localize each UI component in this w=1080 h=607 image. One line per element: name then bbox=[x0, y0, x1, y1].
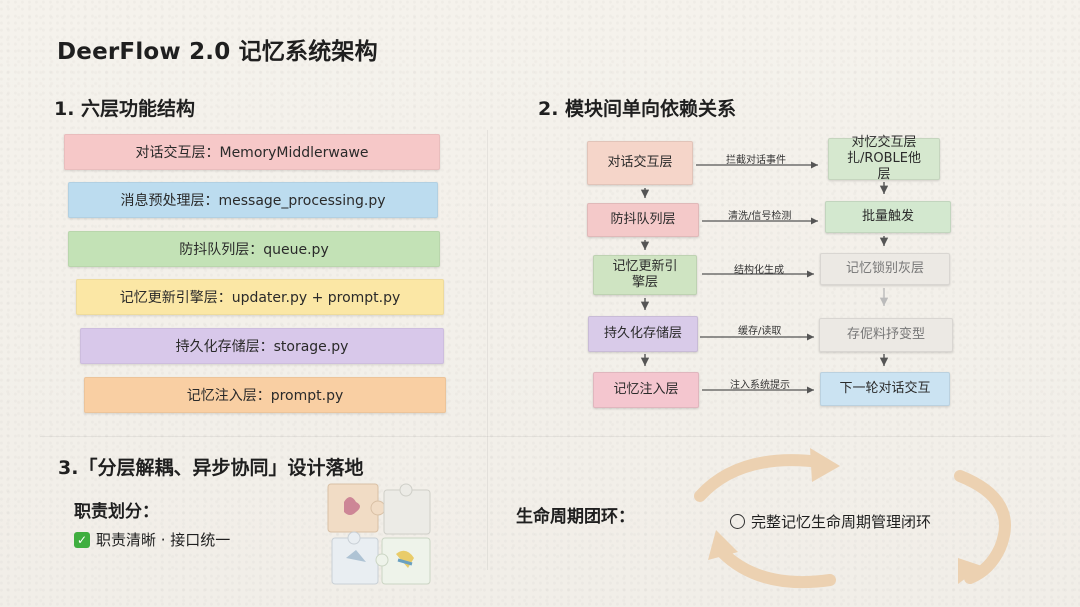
lifecycle-title: 生命周期团环： bbox=[516, 507, 635, 527]
cycle-label: 完整记忆生命周期管理闭环 bbox=[730, 511, 931, 532]
layer-bar-storage: 持久化存储层：storage.py bbox=[80, 328, 444, 364]
flow-node-right-recognition: 记忆锁别灰层 bbox=[820, 253, 950, 285]
layer-label: 记忆注入层：prompt.py bbox=[186, 388, 344, 404]
check-icon: ✓ bbox=[74, 531, 90, 548]
cycle-text: 完整记忆生命周期管理闭环 bbox=[751, 513, 932, 531]
edge-label-cache: 缓存/读取 bbox=[738, 326, 782, 337]
layer-bar-inject: 记忆注入层：prompt.py bbox=[84, 377, 446, 413]
flow-node-right-next: 下一轮对话交互 bbox=[820, 372, 950, 406]
flow-node-inject: 记忆注入层 bbox=[593, 372, 699, 408]
edge-label-clean: 清洗/信号检测 bbox=[728, 211, 792, 222]
layer-label: 对话交互层：MemoryMiddlerwawe bbox=[135, 145, 369, 161]
page-title: DeerFlow 2.0 记忆系统架构 bbox=[57, 39, 378, 65]
duty-items: 职责清晰 · 接口统一 bbox=[96, 531, 231, 549]
flow-node-queue: 防抖队列层 bbox=[587, 203, 699, 237]
layer-label: 防抖队列层：queue.py bbox=[179, 242, 329, 258]
duty-title: 职责划分： bbox=[74, 502, 159, 522]
layer-label: 持久化存储层：storage.py bbox=[175, 339, 349, 355]
layer-label: 消息预处理层：message_processing.py bbox=[120, 193, 386, 209]
layer-bar-dialog: 对话交互层：MemoryMiddlerwawe bbox=[64, 134, 440, 170]
column-divider bbox=[487, 130, 488, 570]
flow-node-right-batch: 批量触发 bbox=[825, 201, 951, 233]
duty-items-row: ✓ 职责清晰 · 接口统一 bbox=[74, 529, 230, 550]
flow-node-right-transform: 存伲料抒变型 bbox=[819, 318, 953, 352]
layer-label: 记忆更新引擎层：updater.py + prompt.py bbox=[119, 290, 401, 306]
layer-bar-updater: 记忆更新引擎层：updater.py + prompt.py bbox=[76, 279, 444, 315]
layer-bar-queue: 防抖队列层：queue.py bbox=[68, 231, 440, 267]
edge-label-inject: 注入系统提示 bbox=[730, 380, 790, 391]
flow-node-updater: 记忆更新引擎层 bbox=[593, 255, 697, 295]
layer-bar-preprocess: 消息预处理层：message_processing.py bbox=[68, 182, 438, 218]
section3-heading: 3.「分层解耦、异步协同」设计落地 bbox=[58, 457, 364, 479]
edge-label-intercept: 拦截对话事件 bbox=[726, 155, 786, 166]
flow-node-storage: 持久化存储层 bbox=[588, 316, 698, 352]
clock-icon bbox=[730, 514, 745, 529]
row-divider bbox=[40, 436, 1050, 437]
edge-label-structured: 结构化生成 bbox=[734, 265, 784, 276]
section2-heading: 2. 模块间单向依赖关系 bbox=[538, 98, 737, 120]
flow-node-right-interaction: 对忆交互层 扎/ROBLE他层 bbox=[828, 135, 940, 182]
flow-node-dialog: 对话交互层 bbox=[587, 141, 693, 185]
puzzle-icon bbox=[327, 483, 431, 585]
section1-heading: 1. 六层功能结构 bbox=[54, 98, 196, 120]
